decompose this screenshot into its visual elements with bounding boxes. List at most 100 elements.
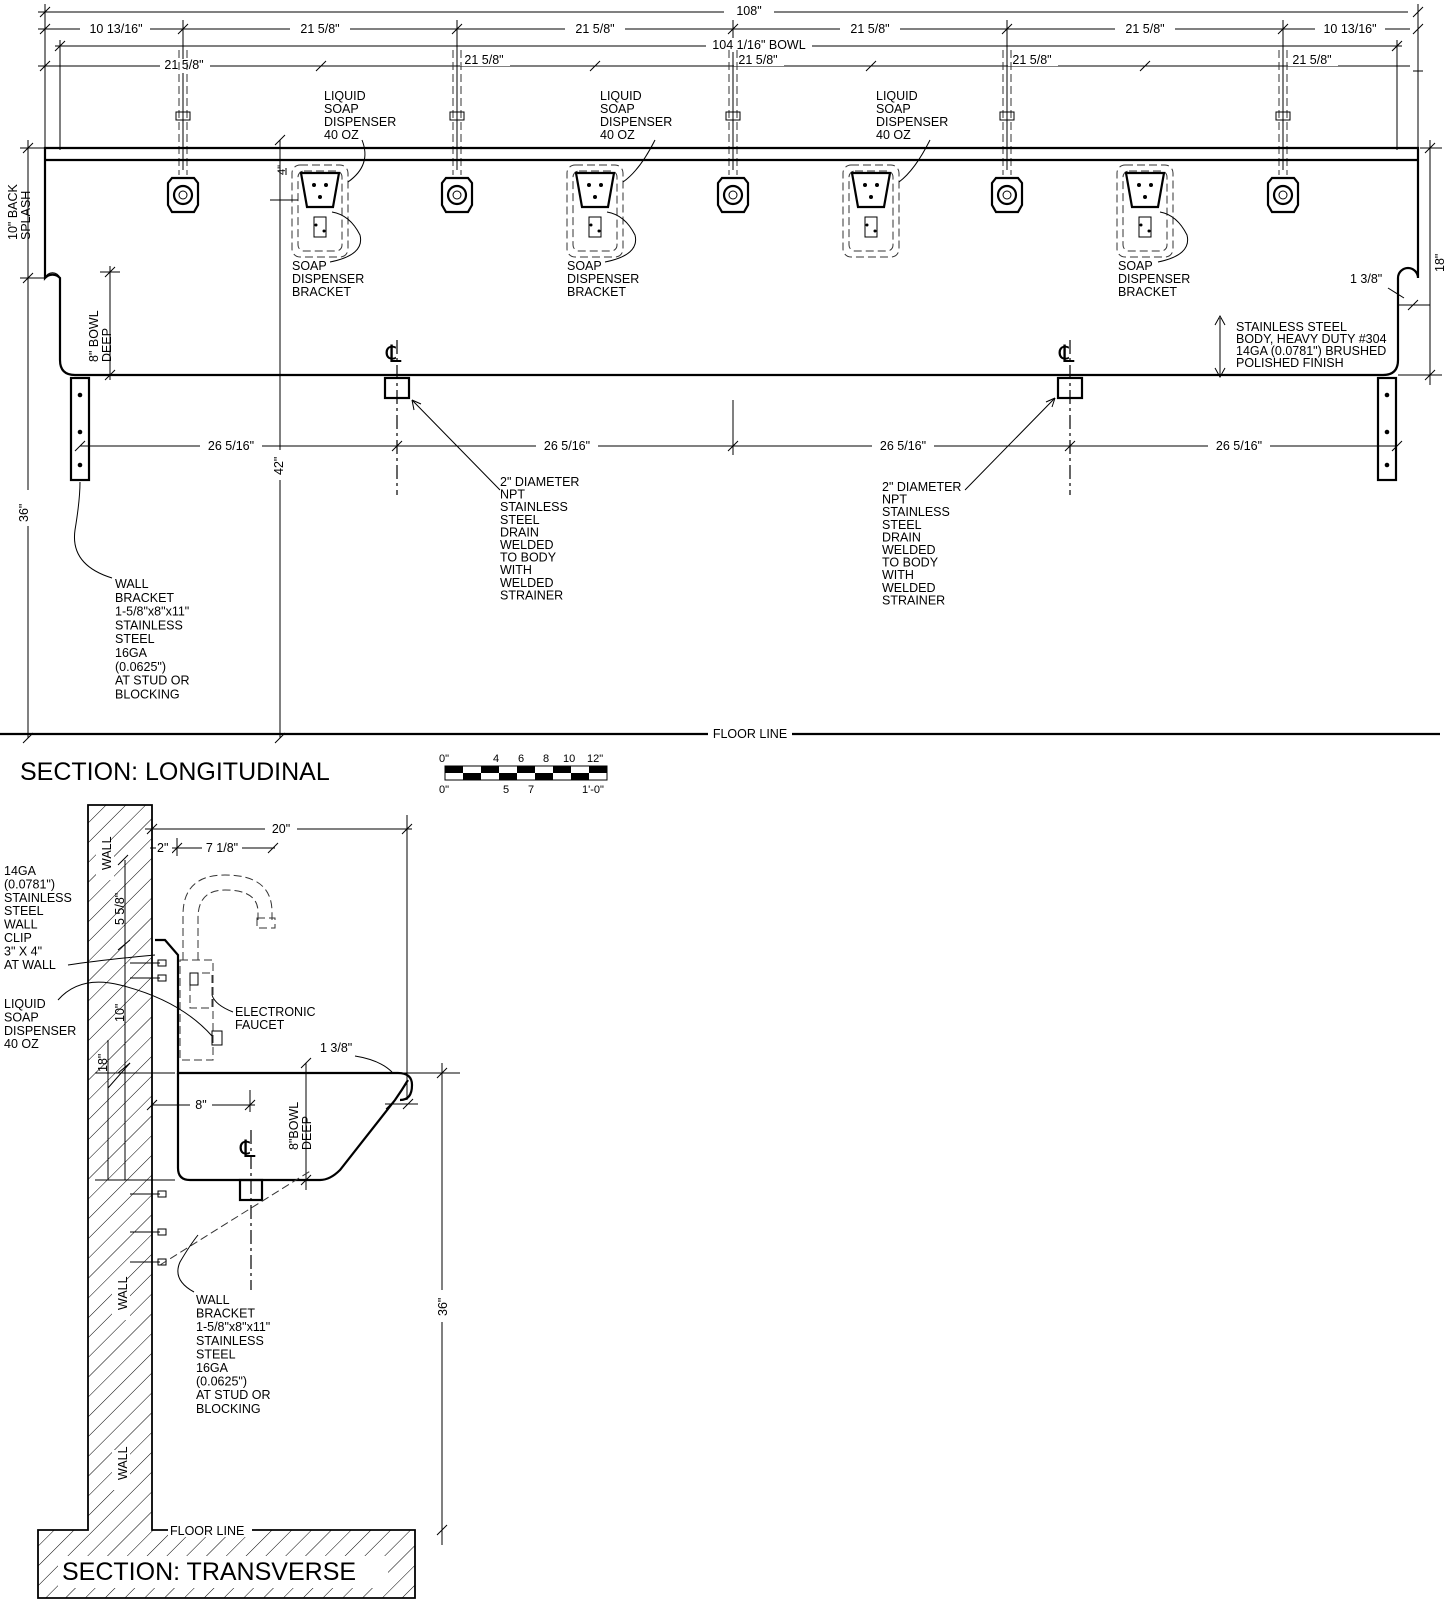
drain-icon: ℄: [383, 340, 411, 495]
trans-top-dims: 20" 2" 7 1/8" 5 5/8" 10" 18": [95, 805, 413, 1181]
dim-dispenser-offset: 4": [276, 165, 288, 175]
svg-text:1'-0": 1'-0": [582, 784, 604, 796]
wall-label-1: WALL: [100, 836, 114, 870]
soap-dispenser-icon: [291, 164, 349, 258]
dim-t36: 36": [436, 1298, 450, 1316]
dim-overall-label: 108": [736, 4, 761, 18]
dim-drain-4: 26 5/16": [1216, 439, 1262, 453]
transverse-section: WALL WALL WALL 20" 2" 7 1/8": [4, 804, 460, 1599]
dim-overall: 108": [38, 4, 1424, 150]
dim-disp-2: 21 5/8": [464, 53, 503, 67]
svg-text:12": 12": [587, 753, 603, 765]
svg-text:FLOOR LINE: FLOOR LINE: [713, 727, 787, 741]
anchor-icon: [130, 1190, 167, 1198]
wall: WALL WALL WALL: [37, 804, 416, 1599]
wall-bracket-icon: [1376, 376, 1398, 482]
dim-bowl-label: 104 1/16" BOWL: [712, 38, 805, 52]
svg-text:FLOOR LINE: FLOOR LINE: [170, 1524, 244, 1538]
wall-label-3: WALL: [116, 1446, 130, 1480]
dim-t8: 8": [195, 1098, 206, 1112]
dim-drain-1: 26 5/16": [208, 439, 254, 453]
faucet-riser: [175, 50, 191, 175]
svg-text:10: 10: [563, 753, 575, 765]
wall-brackets: [69, 376, 1398, 482]
svg-text:6: 6: [518, 753, 524, 765]
dim-t-bowl-deep: 8"BOWLDEEP: [287, 1102, 314, 1150]
dim-drain-3: 26 5/16": [880, 439, 926, 453]
wall-clip: [130, 938, 414, 1102]
dim-right-verticals: 18" 1 3/8": [1350, 140, 1447, 385]
svg-text:5: 5: [503, 784, 509, 796]
electronic-faucet-icon: [179, 874, 276, 1061]
faucet-riser: [1275, 50, 1291, 175]
wall-label-2: WALL: [116, 1276, 130, 1310]
dim-t18: 18": [96, 1054, 110, 1072]
dim-disp-5: 21 5/8": [1292, 53, 1331, 67]
faucets: [166, 176, 1300, 214]
dim-left-verticals: 10" BACKSPLASH 36" 8" BOWLDEEP 42": [6, 134, 286, 744]
dim-t718: 7 1/8": [206, 841, 238, 855]
floor-line-long: FLOOR LINE: [0, 727, 1440, 741]
dim-bowl: 104 1/16" BOWL: [54, 38, 1403, 150]
dim-spacing-2: 21 5/8": [575, 22, 614, 36]
dim-42: 42": [272, 457, 286, 475]
faucet-riser: [725, 50, 741, 175]
anchor-icon: [130, 959, 167, 967]
soap-dispenser-icon: [842, 164, 900, 258]
faucet-icon: [440, 176, 474, 214]
dim-disp-3: 21 5/8": [738, 53, 777, 67]
dim-spacing-4: 21 5/8": [1125, 22, 1164, 36]
title-transverse: SECTION: TRANSVERSE: [62, 1558, 356, 1586]
dim-bowl-deep: 8" BOWLDEEP: [87, 310, 114, 362]
svg-text:0": 0": [439, 753, 449, 765]
bracket-anchors: [130, 1169, 313, 1266]
sink-body: [43, 146, 1420, 377]
scale-bar: 0" 4 6 8 10 12" 0" 5 7 1'-0": [439, 753, 608, 796]
bowl-dims: 8" 8"BOWLDEEP 1 3/8" 36": [146, 1041, 460, 1545]
wall-bracket-icon: [69, 376, 91, 482]
dim-36: 36": [17, 504, 31, 522]
title-longitudinal: SECTION: LONGITUDINAL: [20, 758, 330, 786]
anchor-icon: [130, 1228, 167, 1236]
drains: ℄ ℄: [383, 340, 1084, 495]
dim-dispenser-row: 21 5/8" 21 5/8" 21 5/8" 21 5/8" 21 5/8": [38, 52, 1423, 73]
dim-t2: 2": [157, 841, 168, 855]
drain-icon: ℄: [1056, 340, 1084, 495]
dim-t10: 10": [113, 1004, 127, 1022]
svg-text:7: 7: [528, 784, 534, 796]
svg-text:8: 8: [543, 753, 549, 765]
soap-dispenser-icon: [566, 164, 624, 258]
svg-text:0": 0": [439, 784, 449, 796]
soap-dispensers: [291, 164, 1174, 258]
faucet-risers: [175, 50, 1291, 175]
faucet-icon: [716, 176, 750, 214]
longitudinal-section: 108" 10 13/16" 21 5/8" 21 5/8": [0, 4, 1447, 786]
floor-line-trans: FLOOR LINE: [168, 1524, 252, 1538]
faucet-riser: [449, 50, 465, 175]
dim-t20: 20": [272, 822, 290, 836]
faucet-icon: [1266, 176, 1300, 214]
dim-18: 18": [1433, 254, 1447, 272]
anchor-icon: [130, 974, 167, 982]
